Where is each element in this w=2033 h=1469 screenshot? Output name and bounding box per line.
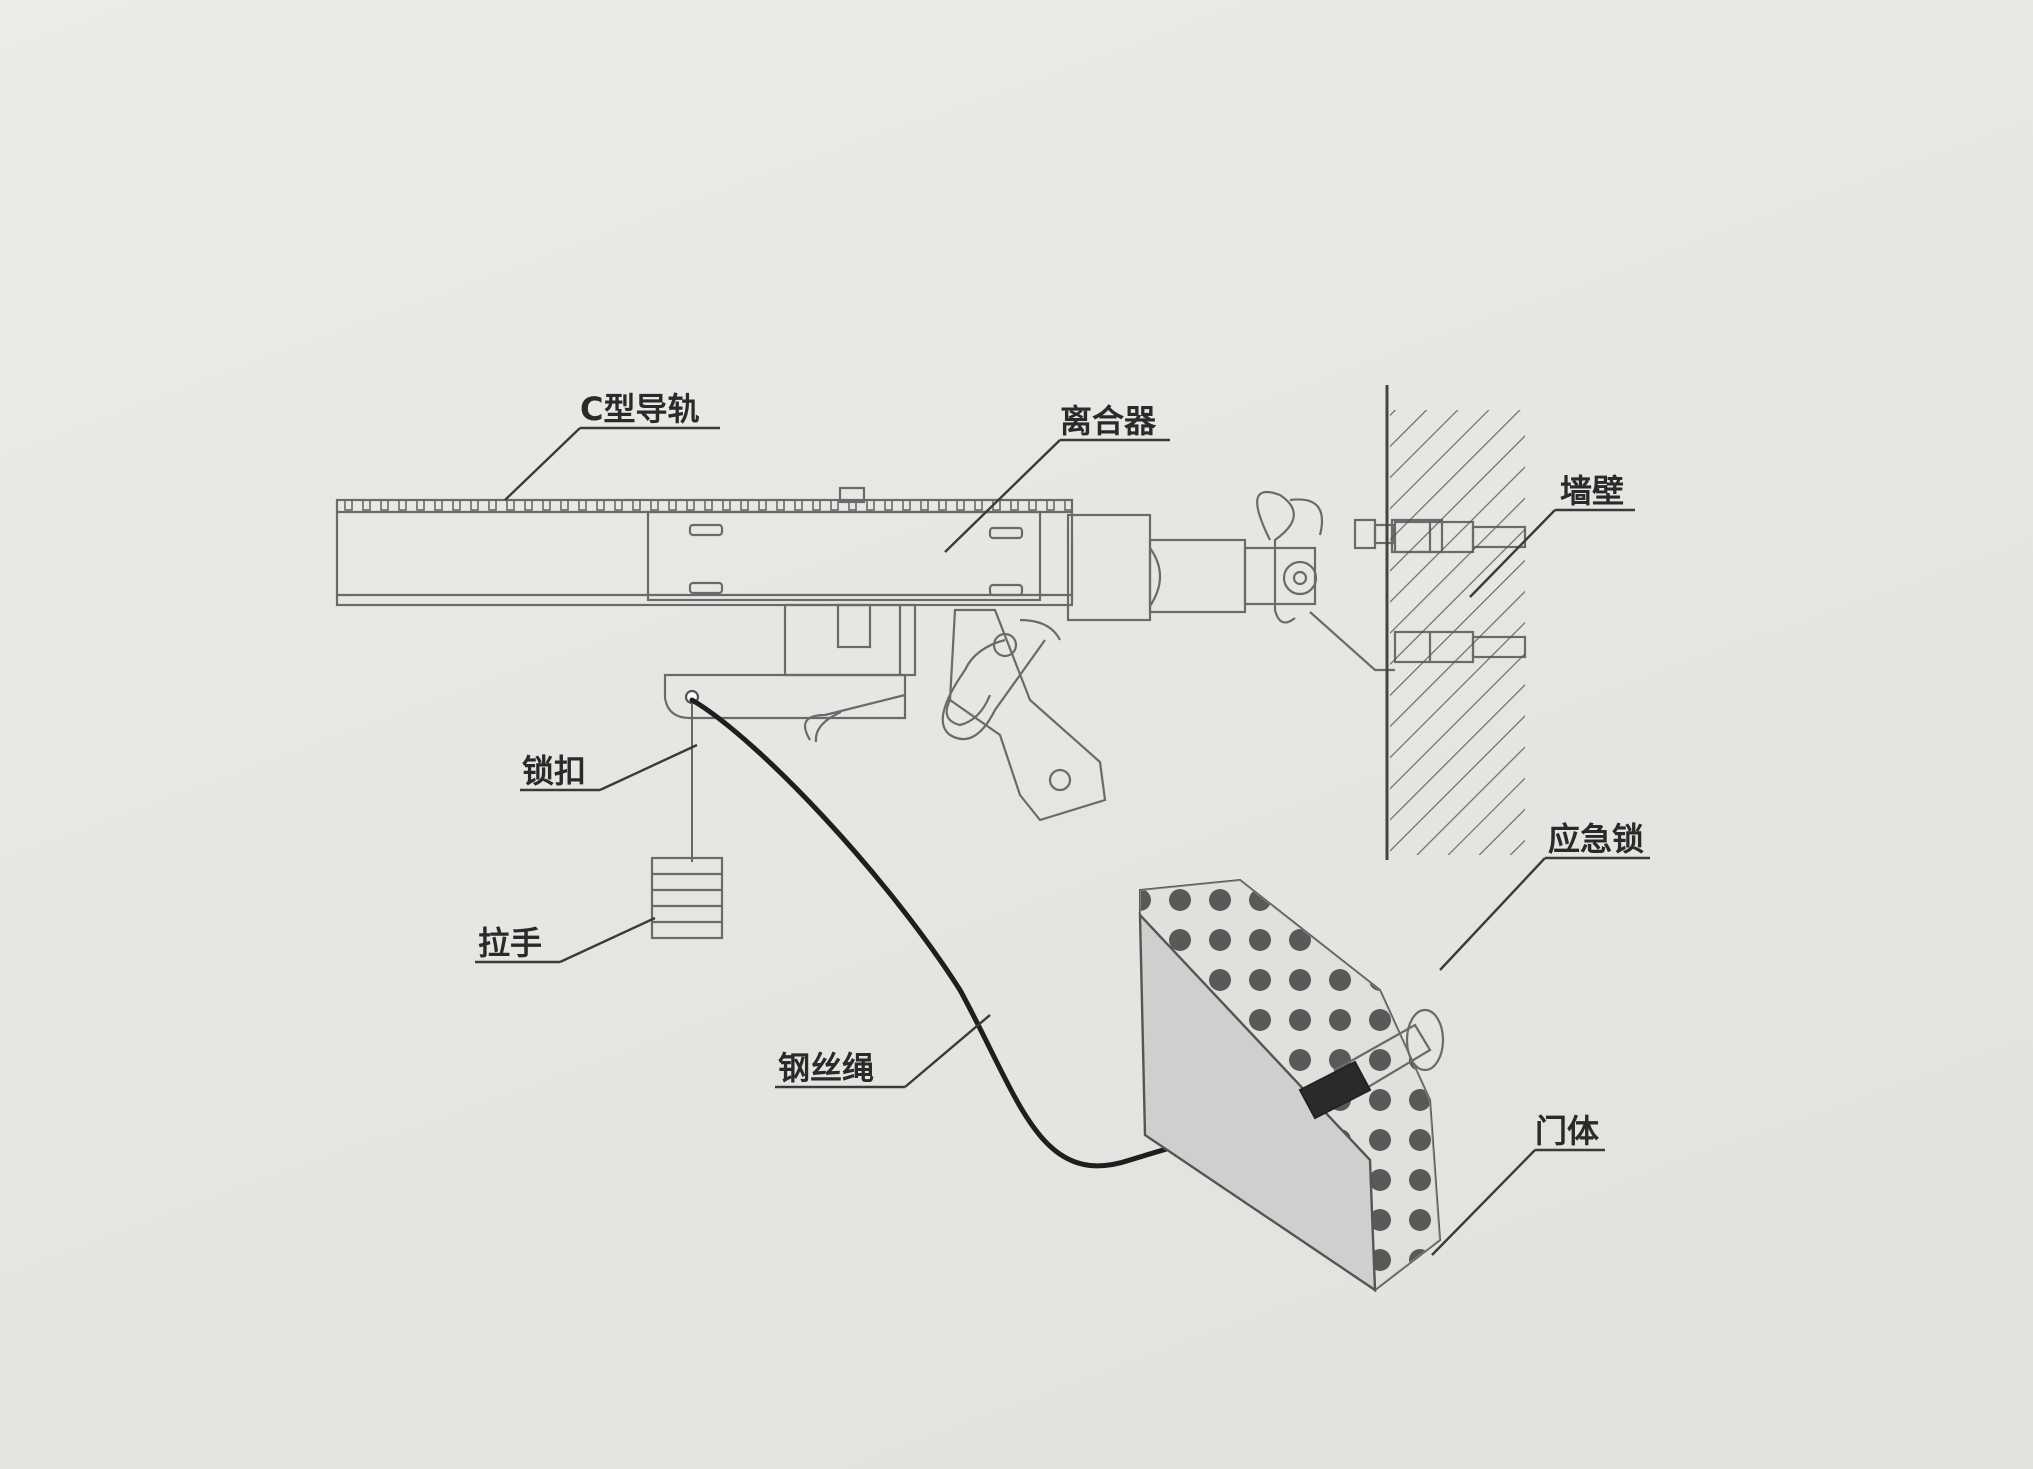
rail-perforation	[722, 499, 731, 511]
rail-perforation	[938, 499, 947, 511]
rail-perforation	[830, 499, 839, 511]
label-handle: 拉手	[478, 924, 542, 962]
rail-perforation	[452, 499, 461, 511]
rail-perforation	[632, 499, 641, 511]
rail-perforation	[578, 499, 587, 511]
label-latch: 锁扣	[522, 752, 586, 790]
latch-assembly	[663, 603, 1107, 822]
rail-perforation	[848, 499, 857, 511]
rail-perforation	[812, 499, 821, 511]
rail-perforation	[560, 499, 569, 511]
leader-lines	[475, 426, 1650, 1256]
pull-handle	[650, 703, 724, 940]
rail-perforations	[344, 499, 1073, 511]
rail-perforation	[920, 499, 929, 511]
rail-perforation	[344, 499, 353, 511]
rail-perforation	[1046, 499, 1055, 511]
rail-perforation	[488, 499, 497, 511]
rail-perforation	[974, 499, 983, 511]
rail-perforation	[686, 499, 695, 511]
rail-perforation	[416, 499, 425, 511]
rail-perforation	[542, 499, 551, 511]
rail-perforation	[650, 499, 659, 511]
label-emergency-lock: 应急锁	[1548, 820, 1644, 858]
rail-perforation	[758, 499, 767, 511]
rail-perforation	[704, 499, 713, 511]
rail-perforation	[524, 499, 533, 511]
label-door-body: 门体	[1535, 1112, 1599, 1150]
rail-perforation	[1010, 499, 1019, 511]
rail-perforation	[884, 499, 893, 511]
rail-perforation	[740, 499, 749, 511]
wall	[1385, 385, 1525, 860]
rail-perforation	[956, 499, 965, 511]
label-c-rail: C型导轨	[580, 390, 700, 428]
rail-perforation	[668, 499, 677, 511]
rail-perforation	[596, 499, 605, 511]
rail-perforation	[380, 499, 389, 511]
rail-perforation	[1028, 499, 1037, 511]
rail-perforation	[362, 499, 371, 511]
rail-perforation	[506, 499, 515, 511]
label-wire-rope: 钢丝绳	[778, 1049, 874, 1087]
rail-perforation	[902, 499, 911, 511]
rail-perforation	[398, 499, 407, 511]
rail-perforation	[866, 499, 875, 511]
rail-perforation	[434, 499, 443, 511]
rail-perforation	[794, 499, 803, 511]
label-wall: 墙壁	[1560, 472, 1624, 510]
door-body	[1138, 878, 1445, 1293]
rail-perforation	[1064, 499, 1073, 511]
rail-perforation	[614, 499, 623, 511]
clutch	[646, 490, 1324, 624]
c-rail	[335, 486, 1074, 607]
label-clutch: 离合器	[1060, 402, 1157, 440]
rail-perforation	[776, 499, 785, 511]
rail-perforation	[470, 499, 479, 511]
